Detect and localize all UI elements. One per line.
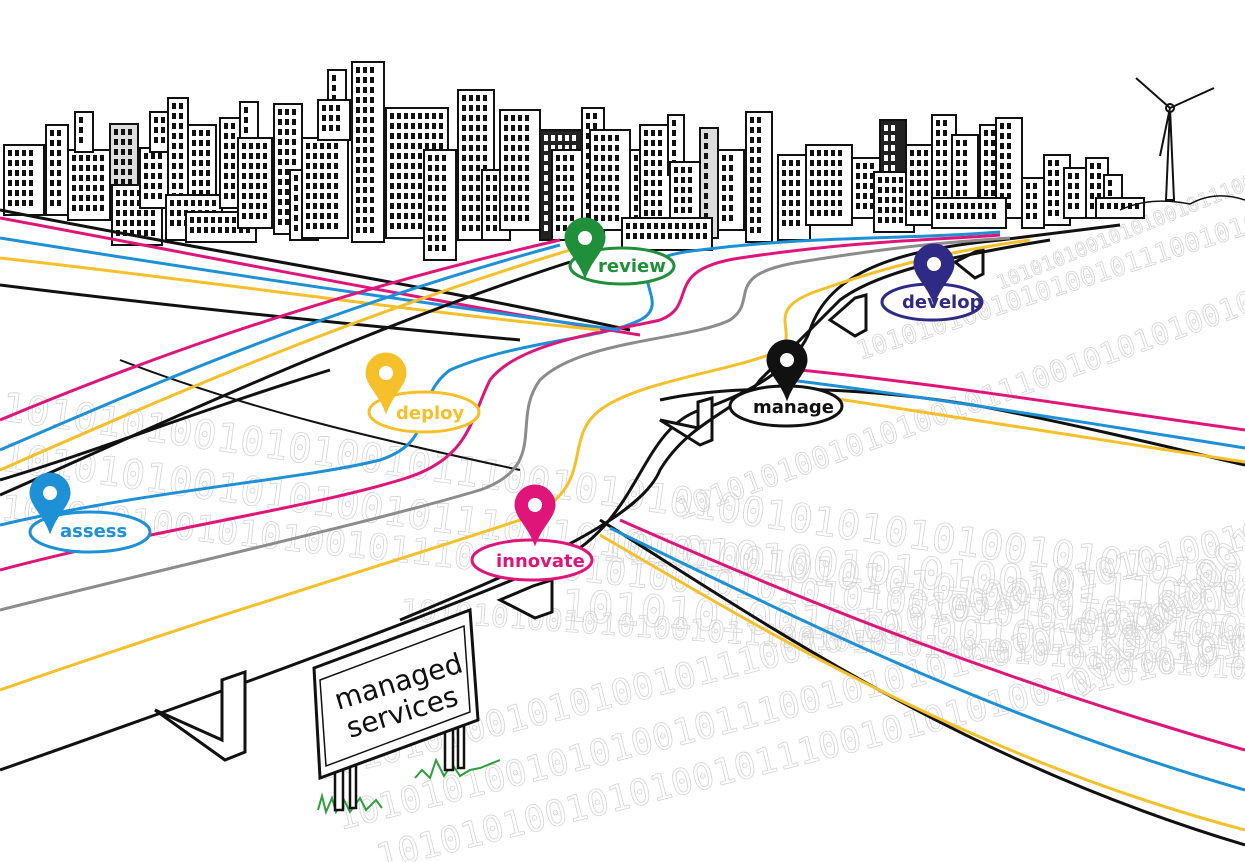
building-icon xyxy=(237,137,273,229)
building-icon xyxy=(499,109,541,231)
building-icon xyxy=(74,111,94,153)
signpost-icon: managed services xyxy=(312,607,480,812)
building-icon xyxy=(301,137,349,239)
route-line-gray xyxy=(0,236,1011,612)
milestone-deploy: deploy xyxy=(365,352,481,434)
milestone-bubble xyxy=(367,390,481,434)
location-pin-icon xyxy=(564,217,606,280)
location-pin-icon xyxy=(766,339,808,402)
building-icon xyxy=(1095,197,1145,219)
wind-turbine-icon xyxy=(1119,77,1245,211)
milestone-label: innovate xyxy=(496,551,585,572)
building-icon xyxy=(1021,177,1045,229)
milestone-markers: assess deploy review innovate manage develop xyxy=(28,217,984,582)
milestone-develop: develop xyxy=(880,243,984,322)
route-line-yellow xyxy=(0,238,1031,692)
milestone-review: review xyxy=(564,217,676,286)
route-lines xyxy=(0,216,1245,832)
building-icon xyxy=(139,147,169,209)
building-icon xyxy=(717,149,745,231)
building-icon xyxy=(931,197,1007,229)
milestone-label: deploy xyxy=(396,403,465,424)
milestone-label: assess xyxy=(60,521,127,542)
building-icon xyxy=(351,61,385,243)
milestone-label: develop xyxy=(902,292,983,313)
milestone-innovate: innovate xyxy=(470,484,594,582)
milestone-bubble xyxy=(28,510,152,554)
building-icon xyxy=(67,149,111,221)
building-icon xyxy=(317,99,351,141)
location-pin-icon xyxy=(365,352,407,415)
location-pin-icon xyxy=(913,243,955,306)
route-line-magenta xyxy=(0,233,1001,572)
milestone-manage: manage xyxy=(728,339,844,428)
building-icon xyxy=(551,149,583,241)
building-icon xyxy=(639,124,671,236)
building-icon xyxy=(745,111,773,243)
location-pin-icon xyxy=(514,484,556,547)
building-icon xyxy=(3,144,45,216)
building-icon xyxy=(423,149,457,261)
building-icon xyxy=(239,101,259,143)
building-icon xyxy=(805,144,853,226)
building-icon xyxy=(45,124,69,216)
milestone-assess: assess xyxy=(28,472,152,554)
building-icon xyxy=(589,129,631,231)
city-skyline-icon xyxy=(3,61,1145,261)
building-icon xyxy=(1063,167,1087,219)
milestone-label: manage xyxy=(753,397,834,418)
building-icon xyxy=(621,217,713,251)
milestone-label: review xyxy=(598,256,666,277)
location-pin-icon xyxy=(29,472,71,535)
milestone-bubble xyxy=(470,538,594,582)
building-icon xyxy=(167,97,189,219)
